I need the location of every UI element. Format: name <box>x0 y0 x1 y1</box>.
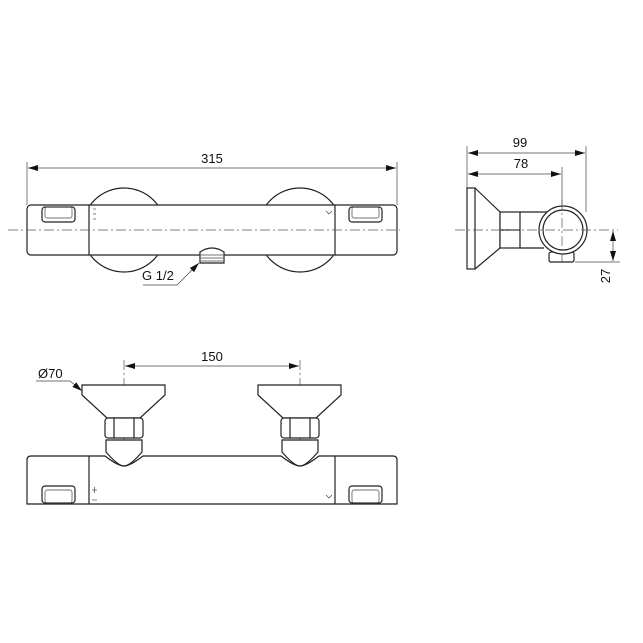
thread-label: G 1/2 <box>142 268 174 283</box>
top-body <box>26 455 398 505</box>
dimension-spacing-label: 150 <box>201 349 223 364</box>
wall-plate <box>466 187 476 270</box>
top-view: 150 Ø70 <box>26 349 398 505</box>
dimension-length-label: 315 <box>201 151 223 166</box>
dimension-axis-label: 78 <box>514 156 528 171</box>
outlet-nut <box>199 247 225 264</box>
front-view: 315 G 1/2 <box>8 151 400 286</box>
left-inlet <box>81 384 166 467</box>
side-view: 99 78 27 <box>455 135 620 283</box>
dimension-offset-label: 27 <box>598 269 613 283</box>
right-inlet <box>257 384 342 467</box>
diameter-label: Ø70 <box>38 366 63 381</box>
dimension-depth-label: 99 <box>513 135 527 150</box>
